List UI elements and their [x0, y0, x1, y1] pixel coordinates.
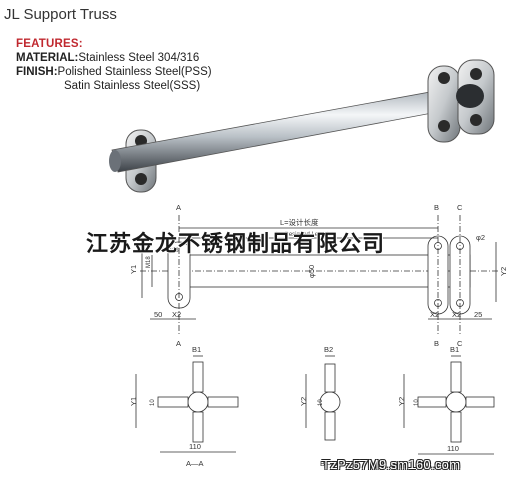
- dim-phi2: φ2: [476, 233, 485, 242]
- right-fitting: [427, 59, 495, 143]
- label-c-top: C: [457, 203, 463, 212]
- finish-line: FINISH:Polished Stainless Steel(PSS): [16, 66, 212, 78]
- dim-phi50: φ50: [307, 265, 316, 278]
- finish-value-1: Polished Stainless Steel(PSS): [57, 66, 212, 78]
- dim-y2-right: Y2: [499, 267, 508, 276]
- dim-b2: B2: [324, 345, 333, 354]
- dim-10-bb: 10: [318, 399, 324, 406]
- material-label: MATERIAL:: [16, 52, 79, 64]
- material-value: Stainless Steel 304/316: [78, 52, 200, 64]
- dim-50: 50: [154, 310, 162, 319]
- rod-end: [109, 150, 121, 172]
- dim-y1-left: Y1: [129, 265, 138, 274]
- section-aa: [135, 355, 239, 453]
- length-sub-label: L= Designed Length: [276, 232, 330, 238]
- site-watermark: TzPz57M9.sm160.com: [322, 457, 461, 472]
- dim-b1: B1: [192, 345, 201, 354]
- dim-x2-right-1: X2: [430, 310, 439, 319]
- material-line: MATERIAL:Stainless Steel 304/316: [16, 52, 199, 64]
- section-bb-label: B—B: [320, 459, 338, 468]
- label-b-top: B: [434, 203, 439, 212]
- dim-25: 25: [474, 310, 482, 319]
- page-title: JL Support Truss: [4, 6, 117, 23]
- finish-label: FINISH:: [16, 66, 58, 78]
- length-label: L=设计长度: [280, 217, 319, 227]
- label-c-bottom: C: [457, 339, 463, 348]
- label-a-bottom: A: [176, 339, 181, 348]
- dim-m18: M18: [146, 256, 152, 268]
- section-c: [403, 355, 495, 455]
- company-watermark: 江苏金龙不锈钢制品有限公司: [86, 231, 386, 256]
- finish-value-2: Satin Stainless Steel(SSS): [64, 80, 201, 92]
- section-bb: [305, 355, 341, 441]
- dim-10-c: 10: [414, 399, 420, 406]
- dim-y1-section: Y1: [129, 397, 138, 406]
- label-b-bottom: B: [434, 339, 439, 348]
- dim-y2-bb: Y2: [299, 397, 308, 406]
- dim-x2-left: X2: [172, 310, 181, 319]
- dim-phi18: φ18: [168, 248, 179, 254]
- label-a-top: A: [176, 203, 181, 212]
- dim-110-c: 110: [447, 444, 459, 453]
- features-heading: FEATURES:: [16, 38, 83, 50]
- dim-10-aa: 10: [150, 399, 156, 406]
- dim-y2-c: Y2: [397, 397, 406, 406]
- section-aa-label: A—A: [186, 459, 204, 468]
- dim-b3: B1: [450, 345, 459, 354]
- dim-x2-right-2: X2: [452, 310, 461, 319]
- dim-110-aa: 110: [189, 442, 201, 451]
